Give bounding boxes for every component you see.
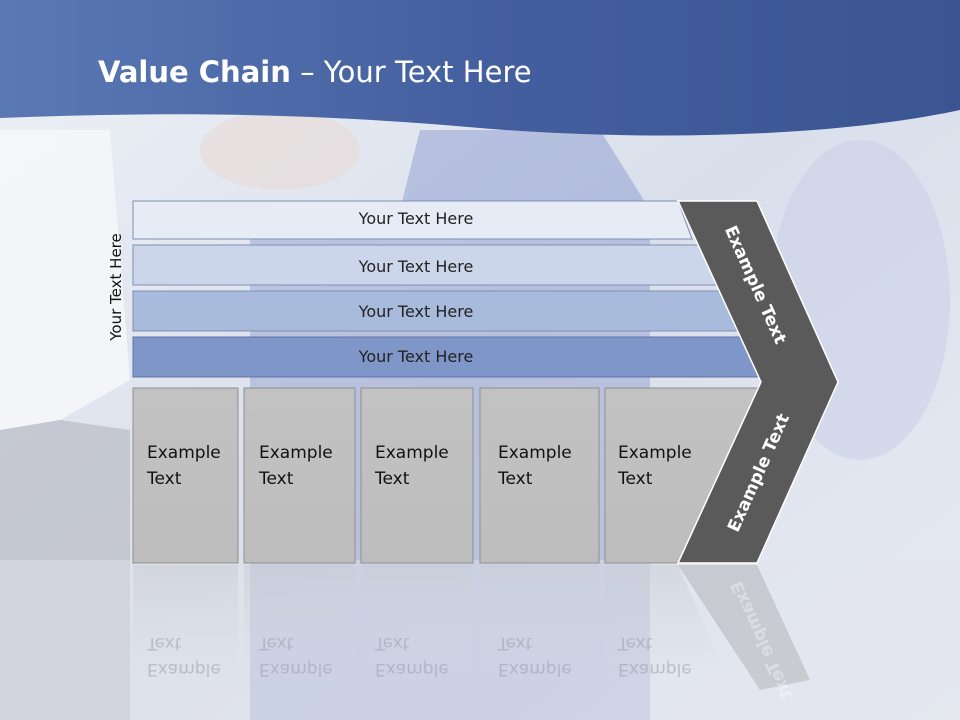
row-label-2: Your Text Here [358, 257, 474, 276]
row-label-1: Your Text Here [358, 209, 474, 228]
title-rest: – Your Text Here [290, 55, 532, 89]
box-1 [132, 387, 239, 564]
box-4 [479, 387, 600, 564]
side-label: Your Text Here [107, 233, 125, 341]
chevron-arrow [676, 200, 839, 564]
box-3 [360, 387, 474, 564]
box-2 [243, 387, 356, 564]
row-bar-1 [132, 200, 693, 240]
page-title: Value Chain – Your Text Here [98, 55, 532, 89]
row-label-3: Your Text Here [358, 302, 474, 321]
title-bold: Value Chain [98, 55, 291, 89]
row-label-4: Your Text Here [358, 347, 474, 366]
